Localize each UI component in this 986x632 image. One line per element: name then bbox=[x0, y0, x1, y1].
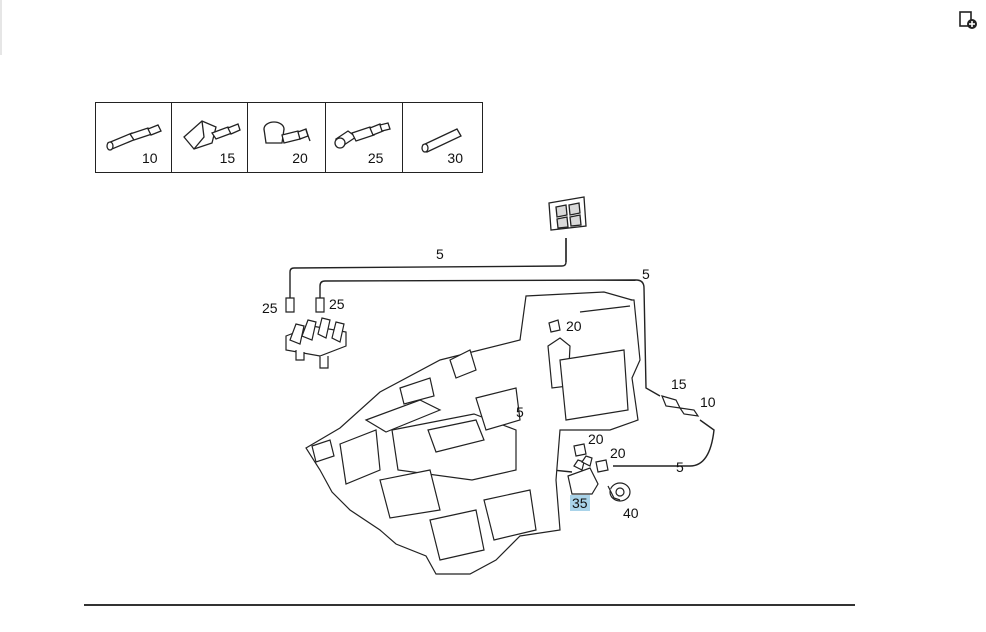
callout-40[interactable]: 40 bbox=[623, 505, 639, 521]
callout-20-upper[interactable]: 20 bbox=[566, 318, 582, 334]
straight-connector-icon bbox=[106, 124, 162, 151]
valve-manifold bbox=[285, 297, 347, 369]
callout-25-left[interactable]: 25 bbox=[262, 300, 278, 316]
add-to-list-button[interactable] bbox=[956, 8, 980, 32]
callout-15[interactable]: 15 bbox=[671, 376, 687, 392]
climate-housing bbox=[305, 291, 641, 575]
check-valve bbox=[607, 482, 631, 502]
legend-number: 10 bbox=[142, 150, 158, 166]
legend-number: 25 bbox=[367, 150, 384, 166]
legend-number: 20 bbox=[292, 150, 308, 166]
hose-fittings bbox=[548, 319, 700, 473]
pressure-switch bbox=[567, 455, 599, 495]
legend-cell-15[interactable]: 15 bbox=[172, 103, 249, 172]
callout-20-lower[interactable]: 20 bbox=[610, 445, 626, 461]
legend-number: 15 bbox=[219, 150, 236, 166]
legend-cell-10[interactable]: 10 bbox=[96, 103, 172, 172]
switch-block bbox=[548, 196, 587, 231]
callout-25-right[interactable]: 25 bbox=[329, 296, 345, 312]
legend-number: 30 bbox=[447, 150, 463, 166]
callout-5-mid[interactable]: 5 bbox=[516, 404, 524, 420]
valve-connector-icon bbox=[334, 122, 391, 149]
legend-cell-25[interactable]: 25 bbox=[326, 103, 404, 172]
angled-connector-icon bbox=[182, 120, 241, 150]
sleeve-icon bbox=[421, 128, 463, 153]
callout-35-selected[interactable]: 35 bbox=[570, 495, 590, 511]
callout-5-right[interactable]: 5 bbox=[642, 266, 650, 282]
callout-20-mid[interactable]: 20 bbox=[588, 431, 604, 447]
legend-cell-30[interactable]: 30 bbox=[403, 103, 482, 172]
legend-cell-20[interactable]: 20 bbox=[248, 103, 326, 172]
callout-10[interactable]: 10 bbox=[700, 394, 716, 410]
left-edge-divider bbox=[0, 0, 2, 55]
footer-divider bbox=[84, 604, 855, 606]
elbow-connector-icon bbox=[263, 121, 311, 144]
parts-legend: 10 15 20 bbox=[95, 102, 483, 173]
callout-5-lower[interactable]: 5 bbox=[676, 459, 684, 475]
callout-5-top[interactable]: 5 bbox=[436, 246, 444, 262]
add-to-list-icon bbox=[959, 11, 977, 29]
